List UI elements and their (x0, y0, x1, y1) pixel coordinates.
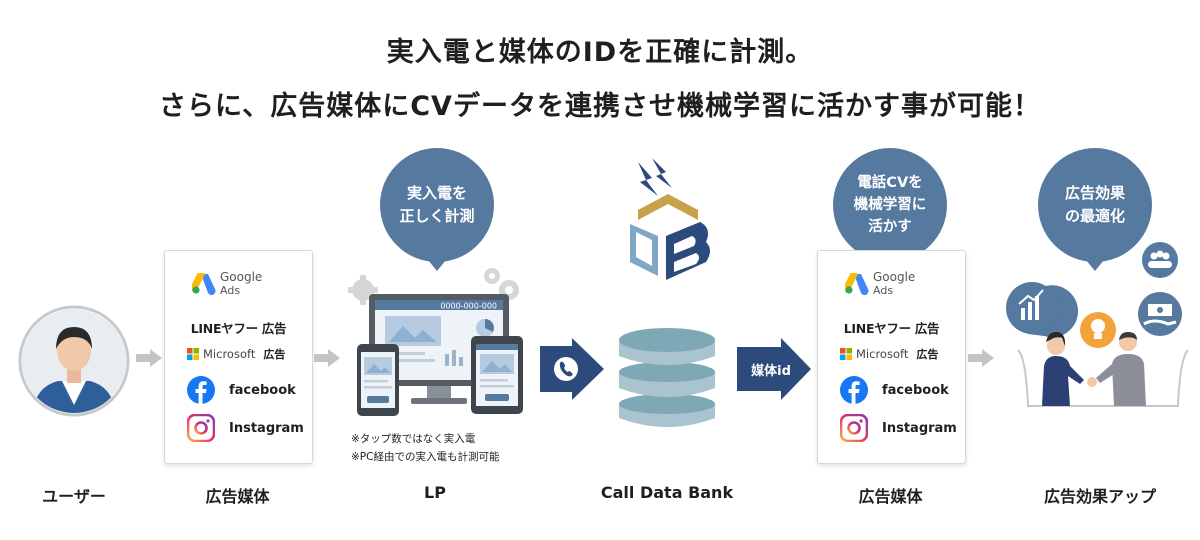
bubble-media2-line3: 活かす (868, 219, 912, 235)
media-card-2: Google Ads LINEヤフー 広告 Microsoft 広告 faceb… (817, 250, 966, 464)
bubble-effect-line2: の最適化 (1064, 207, 1125, 225)
lp-phone-number: 0000-000-000 (440, 302, 497, 311)
line-yahoo-ad: LINEヤフー 広告 (843, 321, 940, 336)
facebook-text: facebook (229, 382, 296, 398)
chart-icon (1006, 282, 1079, 338)
label-media-2: 広告媒体 (858, 487, 923, 506)
microsoft-ad-text: 広告 (263, 348, 286, 361)
label-media-1: 広告媒体 (205, 487, 270, 506)
lp-devices-illustration: 0000-000-000 (345, 262, 525, 422)
microsoft-icon (840, 348, 852, 360)
facebook-text: facebook (882, 382, 949, 398)
microsoft-icon (187, 348, 199, 360)
media-id-label: 媒体id (751, 364, 791, 379)
label-effect: 広告効果アップ (1043, 487, 1156, 506)
media-id-arrow: 媒体id (737, 338, 811, 400)
user-avatar-icon (18, 305, 130, 417)
bubble-media2: 電話CVを 機械学習に 活かす (833, 148, 947, 271)
bubble-media2-line1: 電話CVを (857, 175, 923, 191)
phone-icon (554, 357, 578, 381)
instagram-text: Instagram (229, 420, 304, 436)
lp-notes: ※タップ数ではなく実入電 ※PC経由での実入電も計測可能 (351, 430, 551, 466)
label-lp: LP (424, 483, 446, 502)
line-yahoo-ad: LINEヤフー 広告 (190, 321, 287, 336)
microsoft-ad-text: 広告 (916, 348, 939, 361)
bubble-lp-line2: 正しく計測 (399, 207, 475, 225)
flow-arrow-3 (968, 349, 994, 371)
facebook-icon (840, 376, 868, 404)
google-ads-sub: Ads (220, 284, 241, 297)
lightbulb-icon (1080, 312, 1116, 348)
google-ads-icon (845, 273, 869, 295)
cdb-logo-icon (618, 158, 718, 288)
lp-note-1: ※タップ数ではなく実入電 (351, 433, 476, 445)
label-cdb: Call Data Bank (600, 483, 734, 502)
headline-line2: さらに、広告媒体にCVデータを連携させ機械学習に活かす事が可能！ (159, 91, 1041, 122)
google-ads-text: Google (220, 270, 263, 284)
google-ads-sub: Ads (873, 284, 894, 297)
microsoft-text: Microsoft (856, 347, 909, 361)
database-icon (617, 318, 717, 430)
handshake-icon (1017, 332, 1189, 407)
facebook-icon (187, 376, 215, 404)
instagram-icon (187, 414, 215, 442)
bubble-lp: 実入電を 正しく計測 (380, 148, 494, 271)
microsoft-text: Microsoft (203, 347, 256, 361)
bubble-lp-line1: 実入電を (406, 184, 467, 202)
lp-note-2: ※PC経由での実入電も計測可能 (351, 451, 500, 463)
label-user: ユーザー (42, 487, 106, 506)
headline-line1: 実入電と媒体のIDを正確に計測。 (386, 37, 814, 68)
instagram-text: Instagram (882, 420, 957, 436)
bubble-effect-line1: 広告効果 (1064, 184, 1125, 202)
bubble-media2-line2: 機械学習に (853, 197, 927, 213)
google-ads-text: Google (873, 270, 916, 284)
flow-arrow-1 (136, 349, 162, 371)
gear-icon (348, 268, 519, 305)
flow-arrow-2 (314, 349, 340, 371)
group-icon (1142, 242, 1178, 278)
call-arrow (540, 338, 604, 404)
effect-illustration (998, 238, 1198, 416)
google-ads-icon (192, 273, 216, 295)
money-hand-icon (1138, 292, 1182, 336)
media-card-1: Google Ads LINEヤフー 広告 Microsoft 広告 faceb… (164, 250, 313, 464)
bubble-effect: 広告効果 の最適化 (1038, 148, 1152, 271)
instagram-icon (840, 414, 868, 442)
